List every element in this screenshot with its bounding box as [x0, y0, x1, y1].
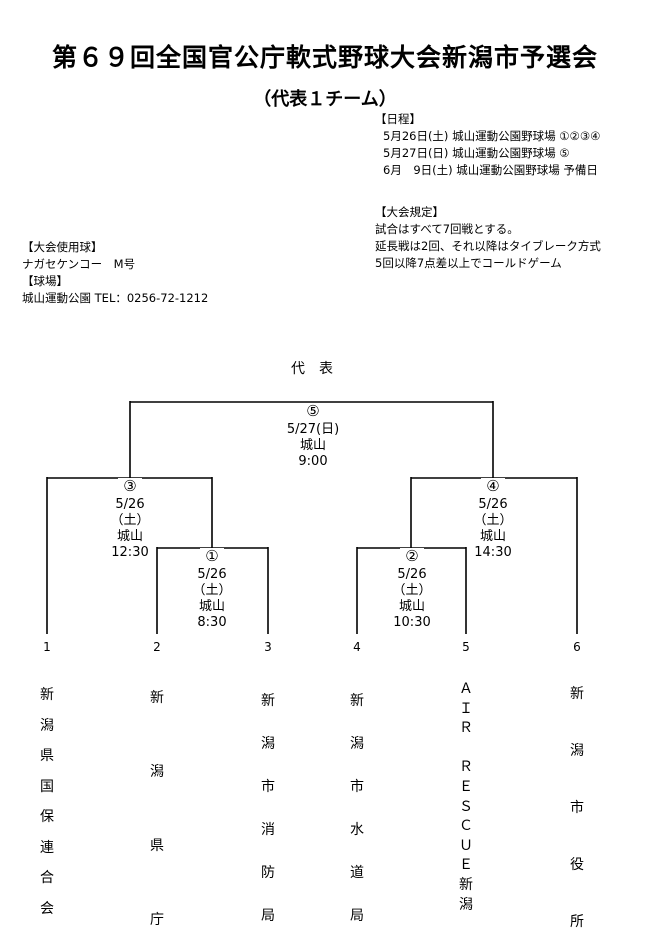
- team-name-2: 新 潟 県 庁: [150, 690, 164, 928]
- schedule-line: 5月27日(日) 城山運動公園野球場 ⑤: [383, 146, 570, 160]
- game4-date: 5/26（土）: [473, 497, 513, 528]
- game4-info: 5/26（土） 城山 14:30: [463, 497, 523, 561]
- schedule-section: 【日程】 5月26日(土) 城山運動公園野球場 ①②③④ 5月27日(日) 城山…: [375, 111, 600, 179]
- team-name-6: 新 潟 市 役 所: [570, 686, 584, 930]
- team-number-6: 6: [573, 640, 581, 654]
- rules-line: 5回以降7点差以上でコールドゲーム: [375, 256, 562, 270]
- champion-label: 代 表: [291, 361, 333, 377]
- venue-heading: 【球場】: [22, 274, 68, 288]
- ball-heading: 【大会使用球】: [22, 240, 103, 254]
- game4-time: 14:30: [474, 545, 512, 560]
- schedule-line: 6月 9日(土) 城山運動公園野球場 予備日: [383, 163, 598, 177]
- page-subtitle: （代表１チーム）: [253, 89, 397, 110]
- game1-place: 城山: [198, 599, 225, 614]
- team-name-4: 新 潟 市 水 道 局: [350, 693, 364, 924]
- game2-date: 5/26（土）: [392, 567, 432, 598]
- game1-time: 8:30: [197, 615, 227, 630]
- schedule-line: 5月26日(土) 城山運動公園野球場 ①②③④: [383, 129, 601, 143]
- game5-time: 9:00: [298, 454, 328, 469]
- team-name-1: 新 潟 県 国 保 連 合 会: [40, 687, 54, 917]
- game2-place: 城山: [398, 599, 425, 614]
- game3-place: 城山: [116, 529, 143, 544]
- game3-info: 5/26（土） 城山 12:30: [100, 497, 160, 561]
- game5-number: ⑤: [301, 403, 325, 419]
- page-title: 第６９回全国官公庁軟式野球大会新潟市予選会: [51, 43, 598, 72]
- game3-number: ③: [118, 478, 142, 494]
- rules-line: 試合はすべて7回戦とする。: [375, 222, 519, 236]
- ball-value: ナガセケンコー M号: [22, 257, 136, 271]
- ball-venue-section: 【大会使用球】 ナガセケンコー M号 【球場】 城山運動公園 TEL：0256-…: [22, 239, 208, 307]
- team-number-3: 3: [264, 640, 272, 654]
- game4-number: ④: [481, 478, 505, 494]
- rules-line: 延長戦は2回、それ以降はタイブレーク方式: [375, 239, 601, 253]
- game2-info: 5/26（土） 城山 10:30: [382, 567, 442, 631]
- game2-time: 10:30: [393, 615, 431, 630]
- game4-place: 城山: [479, 529, 506, 544]
- team-number-4: 4: [353, 640, 361, 654]
- game1-number: ①: [200, 548, 224, 564]
- game2-number: ②: [400, 548, 424, 564]
- game3-time: 12:30: [111, 545, 149, 560]
- team-number-2: 2: [153, 640, 161, 654]
- team-name-5: Ａ Ｉ Ｒ Ｒ Ｅ Ｓ Ｃ Ｕ Ｅ 新 潟: [459, 681, 473, 913]
- game5-place: 城山: [299, 438, 326, 453]
- rules-section: 【大会規定】 試合はすべて7回戦とする。 延長戦は2回、それ以降はタイブレーク方…: [375, 204, 601, 272]
- team-name-3: 新 潟 市 消 防 局: [261, 693, 275, 924]
- game5-info: 5/27(日) 城山 9:00: [283, 422, 343, 470]
- team-number-5: 5: [462, 640, 470, 654]
- schedule-heading: 【日程】: [375, 112, 421, 126]
- game1-date: 5/26（土）: [192, 567, 232, 598]
- team-number-1: 1: [43, 640, 51, 654]
- game5-date: 5/27(日): [286, 422, 340, 437]
- game3-date: 5/26（土）: [110, 497, 150, 528]
- venue-value: 城山運動公園 TEL：0256-72-1212: [22, 291, 209, 305]
- game1-info: 5/26（土） 城山 8:30: [182, 567, 242, 631]
- rules-heading: 【大会規定】: [375, 205, 444, 219]
